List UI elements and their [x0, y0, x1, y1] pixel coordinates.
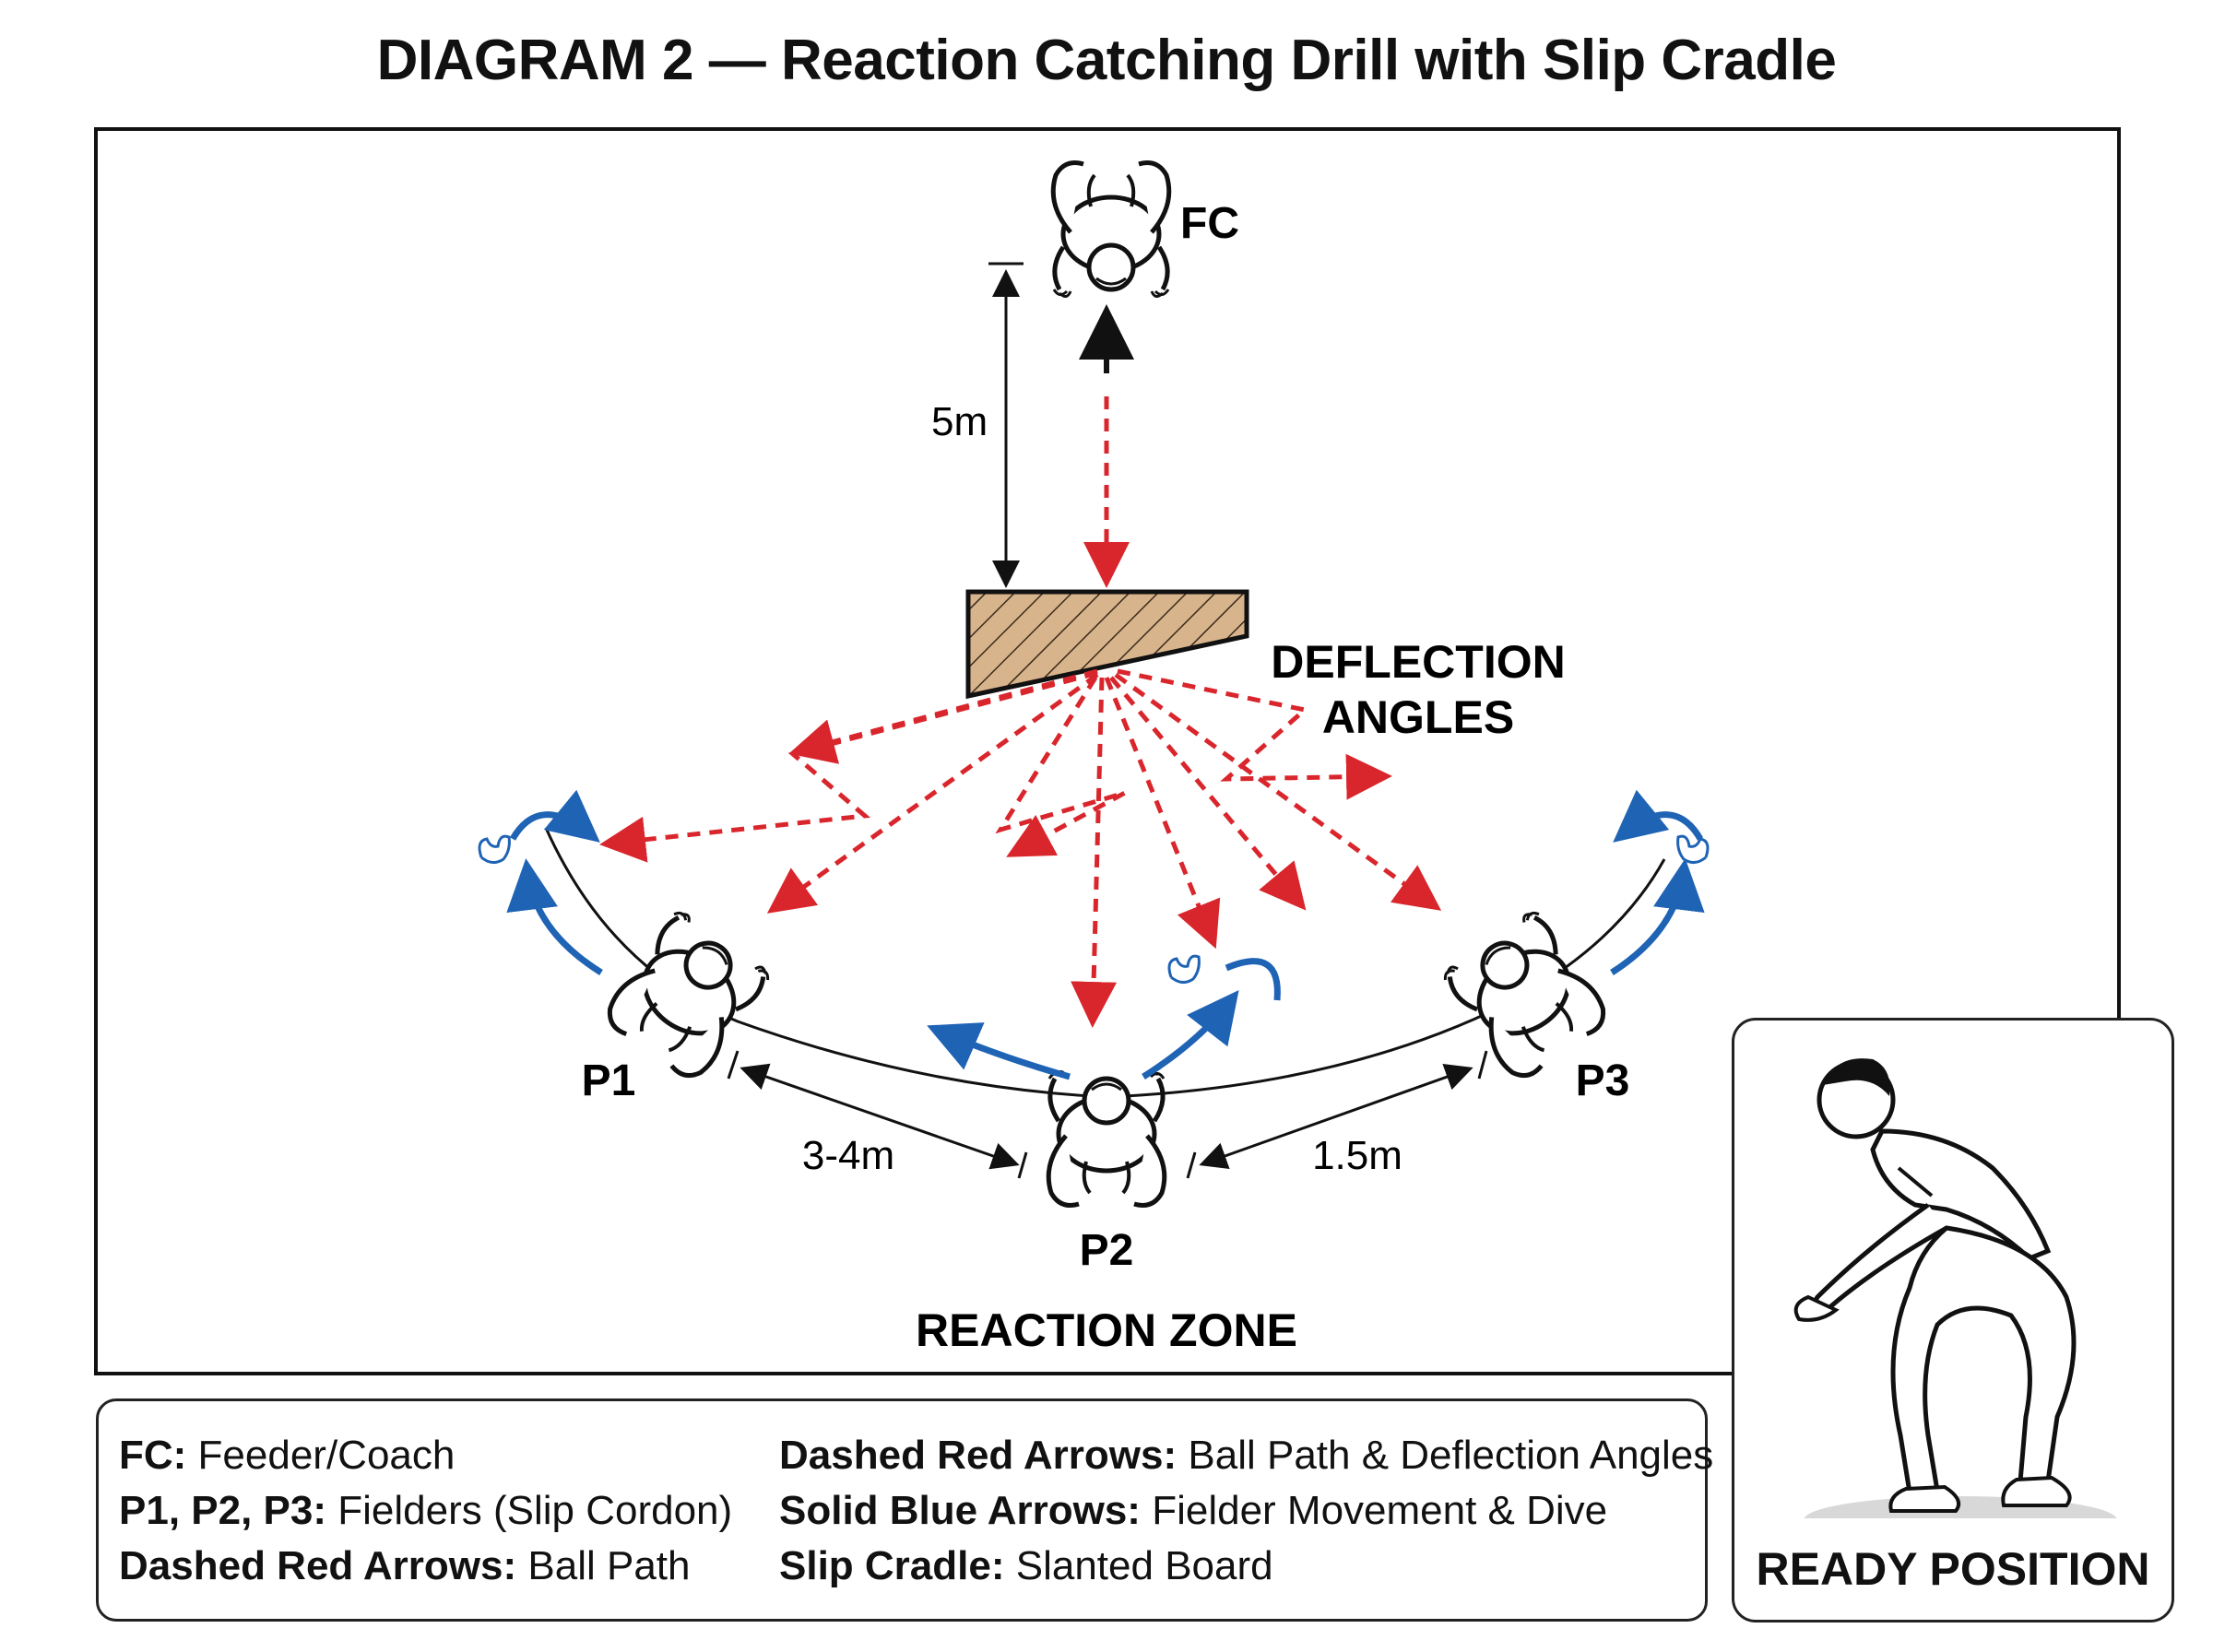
legend-item: P1, P2, P3: Fielders (Slip Cordon)	[119, 1488, 733, 1533]
deflection-label-line2: ANGLES	[1322, 691, 1514, 743]
ready-position-panel: READY POSITION	[1732, 1018, 2174, 1622]
p2-p3-tick-right	[1477, 1050, 1488, 1080]
p2-left-arrow	[927, 1022, 1071, 1080]
deflection-arrow-center-zigzag	[995, 676, 1127, 857]
p1-p2-distance-arrow	[740, 1063, 1020, 1170]
p3-dive-arrow	[1610, 858, 1705, 975]
slip-cradle-icon	[965, 589, 1249, 700]
legend-item: Dashed Red Arrows: Ball Path & Deflectio…	[779, 1433, 1714, 1478]
p1-recover-arc	[509, 789, 600, 843]
p3-recover-arc	[1613, 789, 1704, 843]
p2-catch-hand-icon	[1167, 954, 1201, 984]
p2-p3-distance-label: 1.5m	[1312, 1133, 1402, 1178]
legend-box: FC: Feeder/Coach P1, P2, P3: Fielders (S…	[96, 1398, 1713, 1622]
reaction-zone-label: REACTION ZONE	[916, 1304, 1297, 1356]
ready-position-figure-icon	[1793, 1058, 2117, 1518]
p1-p2-tick-right	[1017, 1151, 1028, 1179]
p2-label: P2	[1080, 1226, 1134, 1275]
p2-p3-distance-arrow	[1199, 1063, 1473, 1170]
p1-p2-distance-label: 3-4m	[802, 1133, 894, 1178]
p1-dive-arrow	[506, 858, 603, 975]
fc-distance-label: 5m	[931, 399, 988, 444]
diagram-title: DIAGRAM 2 — Reaction Catching Drill with…	[376, 29, 1837, 92]
fielder-p2-icon	[1048, 1071, 1165, 1205]
drill-area-frame	[94, 127, 2121, 1375]
legend-item: FC: Feeder/Coach	[119, 1433, 456, 1478]
deflection-arrow-p2	[1071, 677, 1118, 1028]
deflection-arrow-center-right	[1104, 677, 1221, 950]
p2-right-arrow	[1142, 989, 1239, 1080]
p2-dive-arc	[1225, 958, 1281, 1001]
p1-label: P1	[582, 1056, 636, 1105]
p2-p3-tick-left	[1186, 1151, 1197, 1179]
p3-catch-hand-icon	[1676, 834, 1710, 864]
deflection-arrow-right-zigzag	[1109, 676, 1307, 911]
fc-label: FC	[1180, 199, 1239, 248]
legend-item: Slip Cradle: Slanted Board	[779, 1543, 1273, 1588]
legend-item: Solid Blue Arrows: Fielder Movement & Di…	[779, 1488, 1608, 1533]
deflection-arrow-far-right-zigzag	[1117, 668, 1392, 800]
legend-item: Dashed Red Arrows: Ball Path	[119, 1543, 691, 1588]
ready-position-label: READY POSITION	[1756, 1543, 2150, 1595]
p3-label: P3	[1576, 1056, 1630, 1105]
deflection-label-line1: DEFLECTION	[1271, 636, 1565, 688]
deflection-arrow-p1-zigzag	[599, 670, 1098, 863]
deflection-arrow-p1	[766, 672, 1099, 914]
p1-catch-hand-icon	[478, 834, 511, 864]
feeder-coach-icon	[1053, 163, 1169, 297]
p1-p2-tick-left	[727, 1050, 740, 1080]
